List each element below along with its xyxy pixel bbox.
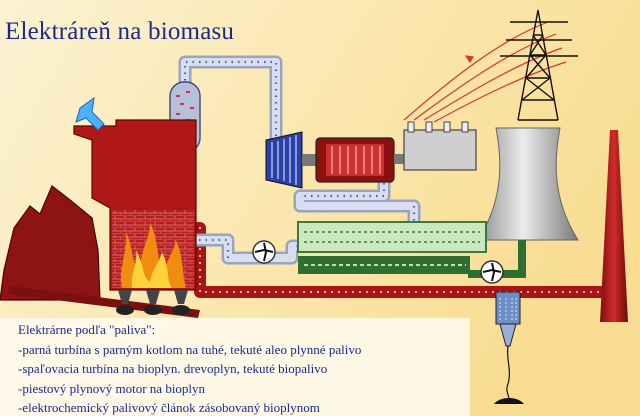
legend-item: -piestový plynový motor na bioplyn [18,380,206,396]
chimney [600,130,628,322]
page-title: Elektráreň na biomasu [5,18,235,45]
generator [315,137,408,183]
legend-panel [0,318,470,416]
cooling-pump [480,260,504,284]
transformer [403,121,477,171]
legend-item: -spaľovacia turbína na bioplyn. drevoply… [18,361,328,376]
legend: Elektrárne podľa "paliva": -parná turbín… [18,320,468,416]
flue-gas-scrubber [494,291,524,405]
steam-turbine [265,131,316,189]
fuel-inlet-arrow-icon [75,96,105,131]
legend-heading: Elektrárne podľa "paliva": [18,322,156,337]
transmission-pylon [500,9,578,121]
condenser [297,221,487,274]
cooling-tower [477,127,579,241]
boiler [73,119,197,315]
legend-item: -parná turbína s parným kotlom na tuhé, … [18,341,362,357]
feed-pump [252,240,276,264]
legend-item: -elektrochemický palivový článok zásobov… [18,400,320,415]
